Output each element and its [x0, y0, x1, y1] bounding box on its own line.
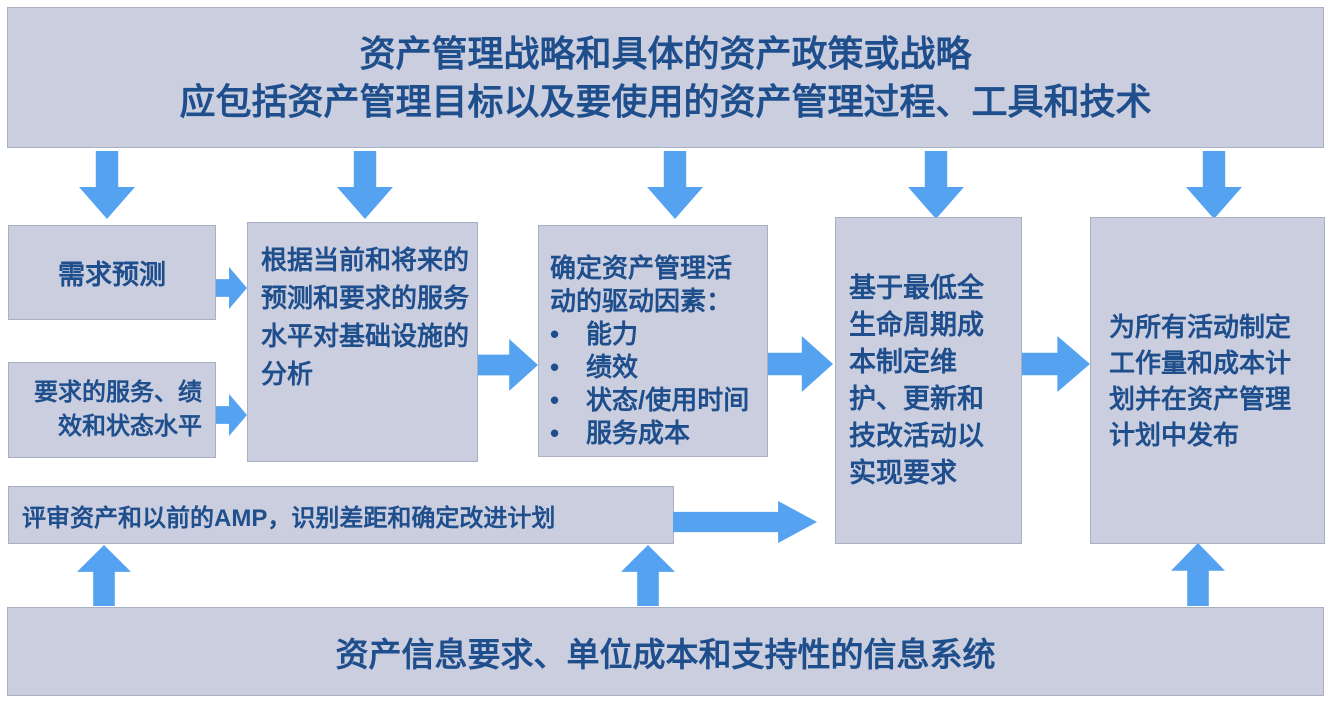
information-systems-banner: 资产信息要求、单位成本和支持性的信息系统: [7, 607, 1324, 696]
box-infrastructure-analysis: 根据当前和将来的预测和要求的服务水平对基础设施的分析: [247, 222, 478, 462]
arrow-right-icon: [478, 339, 538, 391]
bullet-icon: •: [550, 352, 560, 382]
bullet-icon: •: [550, 385, 560, 415]
driver-label: 状态/使用时间: [586, 385, 750, 415]
driver-item: • 能力: [550, 318, 757, 351]
box-lifecycle-cost-planning: 基于最低全生命周期成本制定维护、更新和技改活动以实现要求: [835, 217, 1022, 544]
driver-label: 能力: [586, 319, 639, 349]
arrow-down-icon: [647, 151, 703, 219]
strategy-banner: 资产管理战略和具体的资产政策或战略 应包括资产管理目标以及要使用的资产管理过程、…: [7, 7, 1324, 148]
strategy-banner-line1: 资产管理战略和具体的资产政策或战略: [359, 32, 972, 74]
arrow-right-icon: [673, 501, 817, 543]
activity-drivers-title: 确定资产管理活动的驱动因素：: [550, 253, 733, 316]
bullet-icon: •: [550, 319, 560, 349]
workload-cost-plan-label: 为所有活动制定工作量和成本计划并在资产管理计划中发布: [1109, 311, 1292, 450]
information-systems-banner-label: 资产信息要求、单位成本和支持性的信息系统: [335, 635, 996, 673]
strategy-banner-line2: 应包括资产管理目标以及要使用的资产管理过程、工具和技术: [179, 80, 1152, 122]
arrow-up-icon: [621, 545, 675, 606]
infrastructure-analysis-label: 根据当前和将来的预测和要求的服务水平对基础设施的分析: [261, 245, 470, 389]
arrow-right-icon: [216, 267, 247, 309]
box-required-service-levels: 要求的服务、绩效和状态水平: [8, 362, 216, 458]
arrow-down-icon: [908, 151, 964, 219]
required-service-levels-label: 要求的服务、绩效和状态水平: [34, 379, 202, 440]
box-workload-cost-plan: 为所有活动制定工作量和成本计划并在资产管理计划中发布: [1090, 217, 1325, 544]
arrow-up-icon: [77, 545, 131, 606]
demand-forecast-label: 需求预测: [58, 260, 166, 290]
driver-item: • 状态/使用时间: [550, 384, 757, 417]
driver-item: • 绩效: [550, 351, 757, 384]
arrow-down-icon: [79, 151, 135, 219]
box-demand-forecast: 需求预测: [8, 225, 216, 320]
arrow-up-icon: [1171, 543, 1225, 606]
arrow-down-icon: [337, 151, 393, 219]
arrow-right-icon: [1022, 336, 1090, 392]
arrow-down-icon: [1186, 151, 1242, 219]
driver-label: 绩效: [586, 352, 639, 382]
bullet-icon: •: [550, 418, 560, 448]
box-review-amp: 评审资产和以前的AMP，识别差距和确定改进计划: [8, 486, 674, 544]
lifecycle-cost-planning-label: 基于最低全生命周期成本制定维护、更新和技改活动以实现要求: [849, 272, 984, 488]
review-amp-label: 评审资产和以前的AMP，识别差距和确定改进计划: [22, 504, 556, 532]
driver-label: 服务成本: [586, 418, 691, 448]
arrow-right-icon: [216, 394, 247, 436]
driver-item: • 服务成本: [550, 417, 757, 450]
box-activity-drivers: 确定资产管理活动的驱动因素： • 能力 • 绩效 • 状态/使用时间 • 服务成…: [538, 225, 768, 457]
arrow-right-icon: [768, 336, 833, 392]
